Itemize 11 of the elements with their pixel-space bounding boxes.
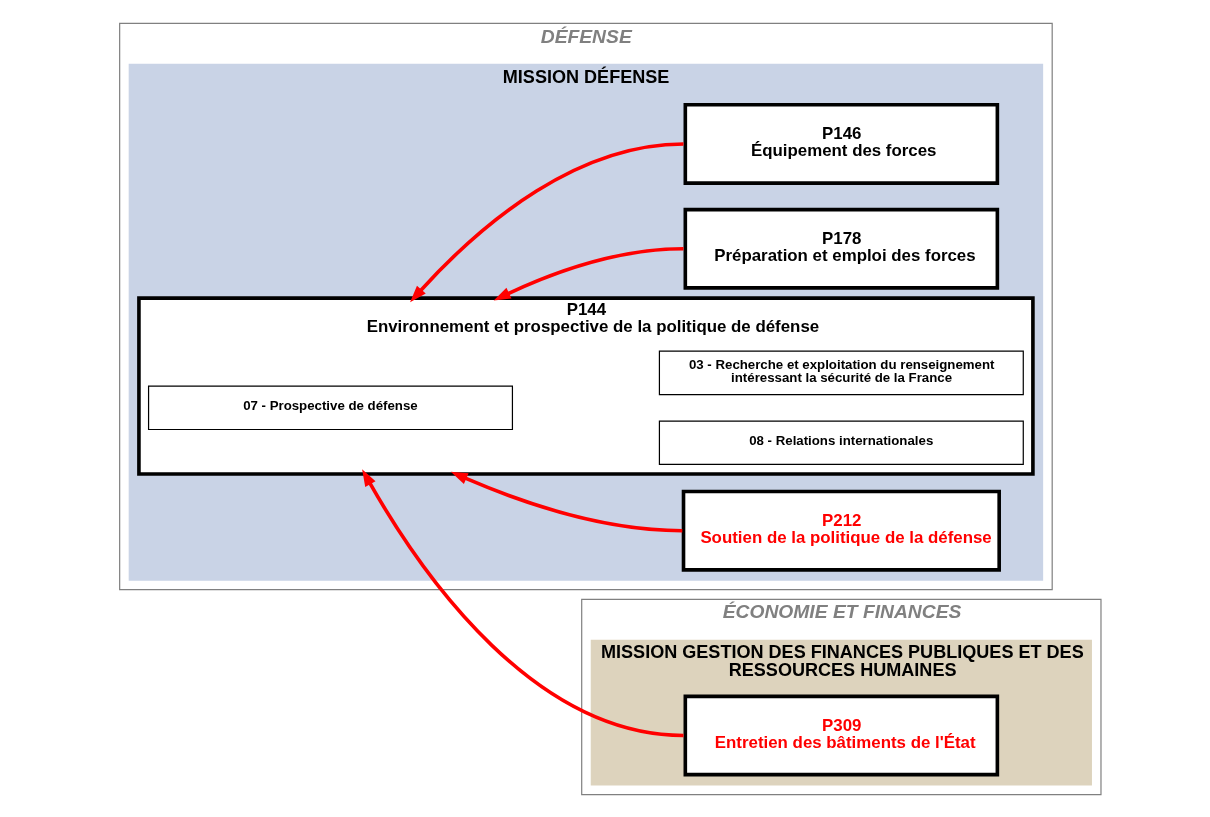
arrow [450, 471, 682, 532]
node-box: P178 Préparation et emploi des forces [683, 207, 999, 290]
node-box: 08 - Relations internationales [658, 419, 1024, 465]
arrow [361, 468, 684, 737]
node-box: 07 - Prospective de défense [147, 385, 513, 430]
node-box: P212 Soutien de la politique de la défense [681, 489, 1001, 572]
node-box: 03 - Recherche et exploitation du renseignement intéressant la sécurité de la France [658, 350, 1024, 395]
arrow [409, 141, 684, 302]
node-box: P309 Entretien des bâtiments de l'État [683, 694, 999, 776]
arrow [493, 246, 684, 300]
node-box: P146 Équipement des forces [683, 102, 999, 185]
